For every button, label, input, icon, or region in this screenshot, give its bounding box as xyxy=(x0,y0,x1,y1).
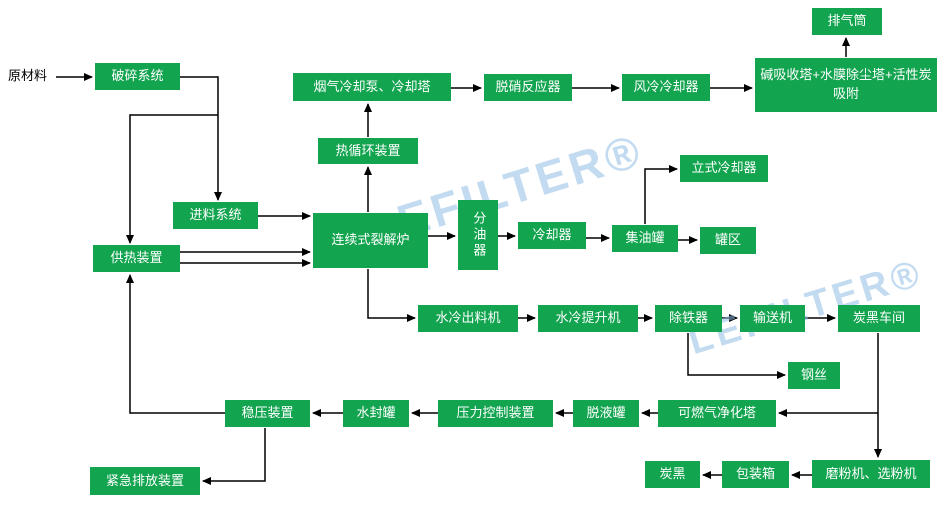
node-water-seal-tank: 水封罐 xyxy=(343,400,409,427)
node-pressure-control: 压力控制装置 xyxy=(438,400,553,427)
node-vertical-cooler: 立式冷却器 xyxy=(680,155,768,182)
node-pressure-stabilizer: 稳压装置 xyxy=(225,400,310,427)
node-heat-circulation: 热循环装置 xyxy=(318,138,418,164)
node-feeding-system: 进料系统 xyxy=(173,202,258,229)
node-water-cooled-discharger: 水冷出料机 xyxy=(418,305,518,332)
edge-pressure-stabilizer-to-heating-device xyxy=(126,274,225,414)
node-emergency-discharge: 紧急排放装置 xyxy=(90,467,200,495)
node-mill-classifier: 磨粉机、选粉机 xyxy=(812,460,930,488)
edge-crushing-system-to-heating-device xyxy=(126,114,218,244)
node-alkali-absorption: 碱吸收塔+水膜除尘塔+活性炭吸附 xyxy=(755,58,937,112)
node-carbon-black-workshop: 炭黑车间 xyxy=(838,305,920,332)
node-gas-purification-tower: 可燃气净化塔 xyxy=(658,400,776,427)
edge-oil-collection-tank-to-vertical-cooler xyxy=(644,165,678,224)
node-flue-gas-cooling: 烟气冷却泵、冷却塔 xyxy=(293,73,451,101)
edge-crushing-system-to-feeding-system xyxy=(180,76,222,201)
node-air-cooled-cooler: 风冷冷却器 xyxy=(622,74,710,101)
edge-pressure-stabilizer-to-emergency-discharge xyxy=(202,428,266,485)
node-deliquoring-tank: 脱液罐 xyxy=(573,400,639,427)
node-crushing-system: 破碎系统 xyxy=(95,63,180,90)
node-iron-remover: 除铁器 xyxy=(655,305,722,332)
edge-iron-remover-to-steel-wire xyxy=(687,333,786,379)
node-raw-material: 原材料 xyxy=(8,67,48,83)
node-conveyor: 输送机 xyxy=(740,305,805,332)
node-cooler: 冷却器 xyxy=(518,222,586,249)
node-tank-area: 罐区 xyxy=(700,227,756,254)
node-denox-reactor: 脱硝反应器 xyxy=(484,74,572,101)
node-heating-device: 供热装置 xyxy=(93,245,180,272)
node-water-cooled-elevator: 水冷提升机 xyxy=(538,305,638,332)
node-exhaust-stack: 排气筒 xyxy=(812,8,882,35)
node-oil-collection-tank: 集油罐 xyxy=(612,225,678,252)
node-packing-box: 包装箱 xyxy=(722,461,789,488)
node-oil-separator: 分油器 xyxy=(458,200,498,270)
edge-pyrolysis-furnace-to-water-cooled-discharger xyxy=(367,269,416,322)
node-steel-wire: 钢丝 xyxy=(788,362,840,389)
node-pyrolysis-furnace: 连续式裂解炉 xyxy=(313,213,428,268)
node-carbon-black: 炭黑 xyxy=(645,461,700,488)
